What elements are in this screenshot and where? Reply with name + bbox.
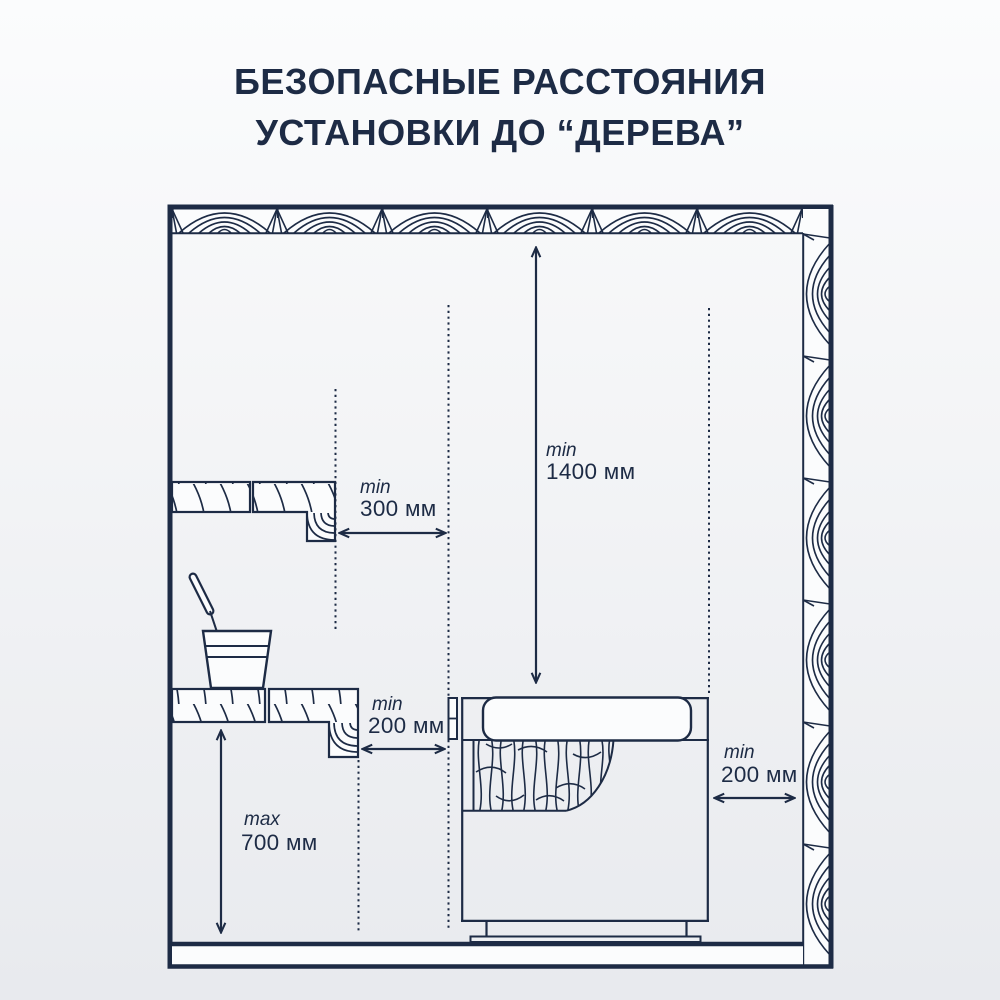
ceiling-clearance-qualifier: min bbox=[546, 440, 577, 461]
upper-shelf-clearance-qualifier: min bbox=[360, 477, 391, 498]
lower-shelf-clearance-value: 200 мм bbox=[368, 713, 445, 738]
heater-wall-bracket bbox=[447, 697, 458, 740]
dimension-labels: min 300 мм min 1400 мм min 200 мм min 20… bbox=[241, 440, 798, 855]
dimension-arrows bbox=[221, 248, 794, 932]
sauna-heater-icon bbox=[447, 696, 709, 943]
heater-base bbox=[469, 921, 702, 943]
heater-stones-icon bbox=[475, 739, 615, 812]
bench-height-value: 700 мм bbox=[241, 830, 318, 855]
page-title-line2: УСТАНОВКИ ДО “ДЕРЕВА” bbox=[255, 112, 745, 154]
floor-icon bbox=[167, 941, 833, 969]
dotted-guide-lines bbox=[334, 305, 710, 931]
wood-wall-icon bbox=[802, 205, 834, 969]
right-wall-clearance-qualifier: min bbox=[724, 742, 755, 763]
right-wall-clearance-value: 200 мм bbox=[721, 762, 798, 787]
heater-top-rim bbox=[481, 696, 693, 742]
lower-shelf-icon bbox=[170, 687, 360, 759]
upper-shelf-icon bbox=[170, 480, 337, 543]
ladle-icon bbox=[188, 572, 219, 636]
page-title: БЕЗОПАСНЫЕ РАССТОЯНИЯ УСТАНОВКИ ДО “ДЕРЕ… bbox=[0, 56, 1000, 158]
upper-shelf-clearance-value: 300 мм bbox=[360, 496, 437, 521]
water-bucket-icon bbox=[188, 572, 273, 690]
bench-height-qualifier: max bbox=[244, 809, 281, 830]
ceiling-clearance-value: 1400 мм bbox=[546, 459, 635, 484]
wood-ceiling-icon bbox=[167, 204, 833, 235]
page-title-line1: БЕЗОПАСНЫЕ РАССТОЯНИЯ bbox=[234, 61, 766, 102]
lower-shelf-clearance-qualifier: min bbox=[372, 694, 403, 715]
